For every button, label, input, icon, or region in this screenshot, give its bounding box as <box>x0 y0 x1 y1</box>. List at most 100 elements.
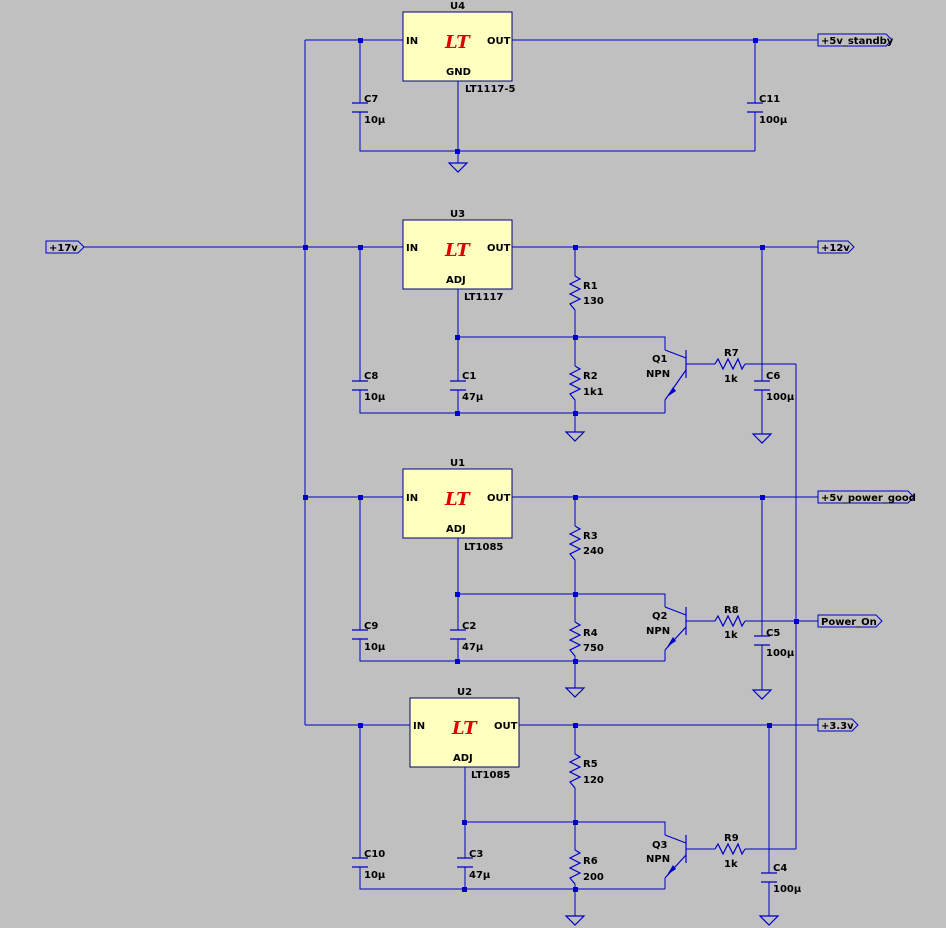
c7-value: 10µ <box>364 115 386 126</box>
c5-value: 100µ <box>766 648 795 659</box>
ground-c6 <box>751 433 773 444</box>
ground-r2 <box>564 431 586 442</box>
r8-ref: R8 <box>724 605 739 616</box>
regulator-u3: U3 IN OUT ADJ LT LT1117 <box>402 209 513 303</box>
junctions <box>303 38 799 892</box>
lt-logo-icon: LT <box>444 489 471 510</box>
regulator-u2: U2 IN OUT ADJ LT LT1085 <box>409 687 520 781</box>
r6-value: 200 <box>583 872 604 883</box>
c1-ref: C1 <box>462 371 476 382</box>
net-flag-12v-label: +12v <box>821 243 850 254</box>
resistor-r3: R3 240 <box>568 525 604 561</box>
r1-value: 130 <box>583 296 604 307</box>
c10-ref: C10 <box>364 849 385 860</box>
net-flag-17v-label: +17v <box>49 243 78 254</box>
q3-ref: Q3 <box>652 840 668 851</box>
c4-value: 100µ <box>773 884 802 895</box>
c7-ref: C7 <box>364 94 378 105</box>
lt-logo-icon: LT <box>451 718 478 739</box>
u4-pin-in: IN <box>406 36 418 47</box>
lt-logo-icon: LT <box>444 32 471 53</box>
u2-pin-out: OUT <box>494 721 518 732</box>
r8-value: 1k <box>724 630 738 641</box>
c2-value: 47µ <box>462 642 484 653</box>
u2-pin-in: IN <box>413 721 425 732</box>
c1-value: 47µ <box>462 392 484 403</box>
q1-ref: Q1 <box>652 354 668 365</box>
c11-ref: C11 <box>759 94 780 105</box>
capacitor-c10: C10 10µ <box>352 849 386 881</box>
c8-value: 10µ <box>364 392 386 403</box>
ground-r6 <box>564 915 586 926</box>
u2-ref: U2 <box>457 687 472 698</box>
net-flag-5v-power-good: +5v_power_good <box>817 490 916 504</box>
u3-pin-adj: ADJ <box>446 275 466 286</box>
r4-ref: R4 <box>583 628 598 639</box>
c2-ref: C2 <box>462 621 476 632</box>
c11-value: 100µ <box>759 115 788 126</box>
c5-ref: C5 <box>766 628 780 639</box>
r4-value: 750 <box>583 643 604 654</box>
net-flag-5v-power-good-label: +5v_power_good <box>821 493 916 504</box>
resistor-r5: R5 120 <box>568 753 604 789</box>
u1-pin-out: OUT <box>487 493 511 504</box>
u1-pin-in: IN <box>406 493 418 504</box>
r3-ref: R3 <box>583 531 598 542</box>
u3-pin-in: IN <box>406 243 418 254</box>
transistor-q1: Q1 NPN <box>646 349 687 401</box>
r7-value: 1k <box>724 374 738 385</box>
resistor-r9: R9 1k <box>714 833 746 870</box>
ground-c4 <box>758 915 780 926</box>
r3-value: 240 <box>583 546 604 557</box>
u1-model: LT1085 <box>464 542 503 553</box>
capacitor-c8: C8 10µ <box>352 371 386 403</box>
r1-ref: R1 <box>583 281 598 292</box>
capacitor-c6: C6 100µ <box>754 371 795 403</box>
u4-model: LT1117-5 <box>465 84 516 95</box>
transistor-q3: Q3 NPN <box>646 834 687 879</box>
ground-symbols <box>447 162 780 926</box>
c6-ref: C6 <box>766 371 780 382</box>
q2-ref: Q2 <box>652 611 668 622</box>
capacitor-c11: C11 100µ <box>747 94 788 126</box>
c3-value: 47µ <box>469 870 491 881</box>
c9-ref: C9 <box>364 621 378 632</box>
ground-u4 <box>447 162 469 173</box>
net-flag-power-on-label: Power_On <box>821 617 877 628</box>
capacitor-c4: C4 100µ <box>761 863 802 895</box>
c3-ref: C3 <box>469 849 483 860</box>
r2-ref: R2 <box>583 371 598 382</box>
q1-type: NPN <box>646 369 670 380</box>
transistor-q2: Q2 NPN <box>646 606 687 651</box>
net-flag-3v3: +3.3v <box>817 718 859 732</box>
resistor-r6: R6 200 <box>568 849 604 885</box>
capacitor-c1: C1 47µ <box>450 371 484 403</box>
u1-ref: U1 <box>450 458 465 469</box>
net-flag-5v-standby-label: +5v_standby <box>821 36 894 47</box>
r5-ref: R5 <box>583 759 598 770</box>
regulator-u4: U4 IN OUT GND LT LT1117-5 <box>402 1 516 95</box>
resistor-r4: R4 750 <box>568 621 604 657</box>
r6-ref: R6 <box>583 856 598 867</box>
u4-ref: U4 <box>450 1 465 12</box>
ground-c5 <box>751 689 773 700</box>
r5-value: 120 <box>583 775 604 786</box>
u3-pin-out: OUT <box>487 243 511 254</box>
u4-pin-gnd: GND <box>446 67 471 78</box>
capacitor-c5: C5 100µ <box>754 628 795 659</box>
net-flag-power-on: Power_On <box>817 614 883 628</box>
lt-logo-icon: LT <box>444 240 471 261</box>
u2-pin-adj: ADJ <box>453 753 473 764</box>
r2-value: 1k1 <box>583 387 604 398</box>
ground-r4 <box>564 687 586 698</box>
q2-type: NPN <box>646 626 670 637</box>
net-flag-3v3-label: +3.3v <box>821 721 854 732</box>
q3-type: NPN <box>646 854 670 865</box>
capacitor-c2: C2 47µ <box>450 621 484 653</box>
net-flag-12v: +12v <box>817 240 855 254</box>
resistor-r1: R1 130 <box>568 275 604 311</box>
capacitor-c3: C3 47µ <box>457 849 491 881</box>
resistor-r7: R7 1k <box>714 348 746 385</box>
u4-pin-out: OUT <box>487 36 511 47</box>
capacitor-c7: C7 10µ <box>352 94 386 126</box>
